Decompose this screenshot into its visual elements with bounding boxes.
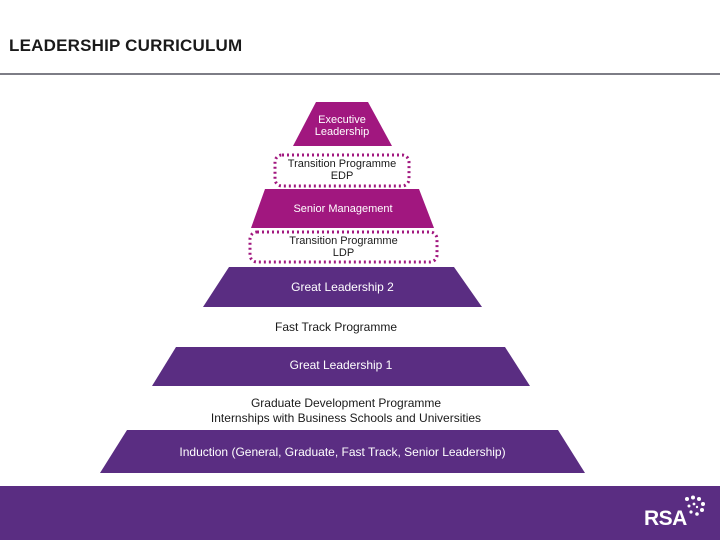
label-induction: Induction (General, Graduate, Fast Track… [179, 445, 506, 459]
tier-executive-leadership [293, 102, 392, 146]
tier-transition-edp [273, 153, 411, 188]
tier-great-leadership-1 [152, 347, 530, 386]
tier-great-leadership-2 [203, 267, 482, 307]
label-great-leadership-2: Great Leadership 2 [291, 280, 394, 294]
label-graduate-line-2: Internships with Business Schools and Un… [210, 411, 482, 425]
label-executive-line-1: Executive [318, 114, 366, 126]
page-title: LEADERSHIP CURRICULUM [9, 36, 243, 55]
tier-induction [100, 430, 585, 473]
label-executive-leadership: Executive Leadership [292, 114, 392, 138]
label-transition-ldp-line-1: Transition Programme [289, 235, 398, 247]
tier-transition-ldp [248, 230, 439, 264]
rsa-logo-text: RSA [644, 507, 687, 530]
tier-senior-management [251, 189, 434, 228]
label-senior-management: Senior Management [293, 203, 393, 215]
label-transition-edp-line-1: Transition Programme [287, 158, 397, 170]
label-transition-edp-line-2: EDP [330, 170, 354, 182]
footer-bar [0, 486, 720, 540]
label-transition-ldp-line-2: LDP [332, 247, 355, 259]
title-divider [0, 73, 720, 75]
label-fast-track-programme: Fast Track Programme [274, 320, 398, 334]
label-executive-line-2: Leadership [314, 126, 370, 138]
label-graduate-internships: Graduate Development Programme Internshi… [130, 396, 562, 426]
rsa-logo-swirl-icon [685, 495, 705, 516]
label-graduate-line-1: Graduate Development Programme [250, 396, 442, 410]
label-transition-ldp: Transition Programme LDP [250, 235, 437, 259]
label-transition-edp: Transition Programme EDP [275, 158, 409, 182]
label-great-leadership-1: Great Leadership 1 [289, 358, 393, 372]
